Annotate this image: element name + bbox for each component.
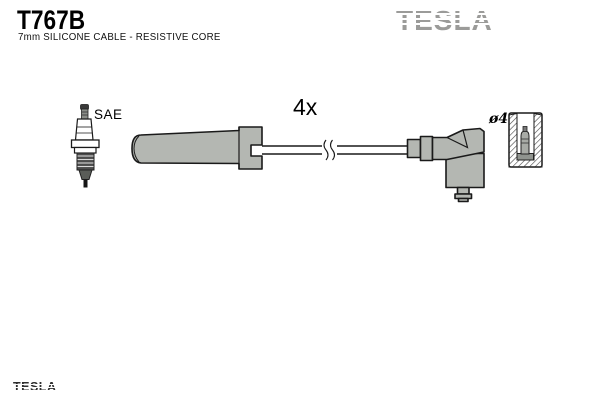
spark-plug-boot xyxy=(131,126,263,170)
tesla-logo: TESLA xyxy=(394,5,495,36)
cable-break-symbol xyxy=(323,139,329,161)
logo-stripe xyxy=(12,386,58,388)
ignition-cable xyxy=(262,139,408,161)
logo-stripe xyxy=(394,22,495,26)
spark-plug-icon xyxy=(70,104,100,188)
product-description: 7mm SILICONE CABLE - RESISTIVE CORE xyxy=(18,32,221,43)
terminal-diameter-label: ø4 xyxy=(489,111,509,127)
tesla-logo-text: TESLA xyxy=(396,5,493,36)
logo-stripe xyxy=(12,383,58,385)
terminal-sleeve-section xyxy=(508,112,543,168)
logo-stripe xyxy=(394,17,495,21)
logo-stripe xyxy=(394,12,495,16)
cable-break-symbol xyxy=(329,139,336,161)
quantity-label: 4x xyxy=(293,94,318,120)
distributor-boot xyxy=(406,127,485,203)
logo-stripe xyxy=(12,389,58,391)
part-number: T767B xyxy=(17,5,86,35)
tesla-logo-small: TESLA xyxy=(12,381,58,394)
sae-label: SAE xyxy=(94,107,123,122)
